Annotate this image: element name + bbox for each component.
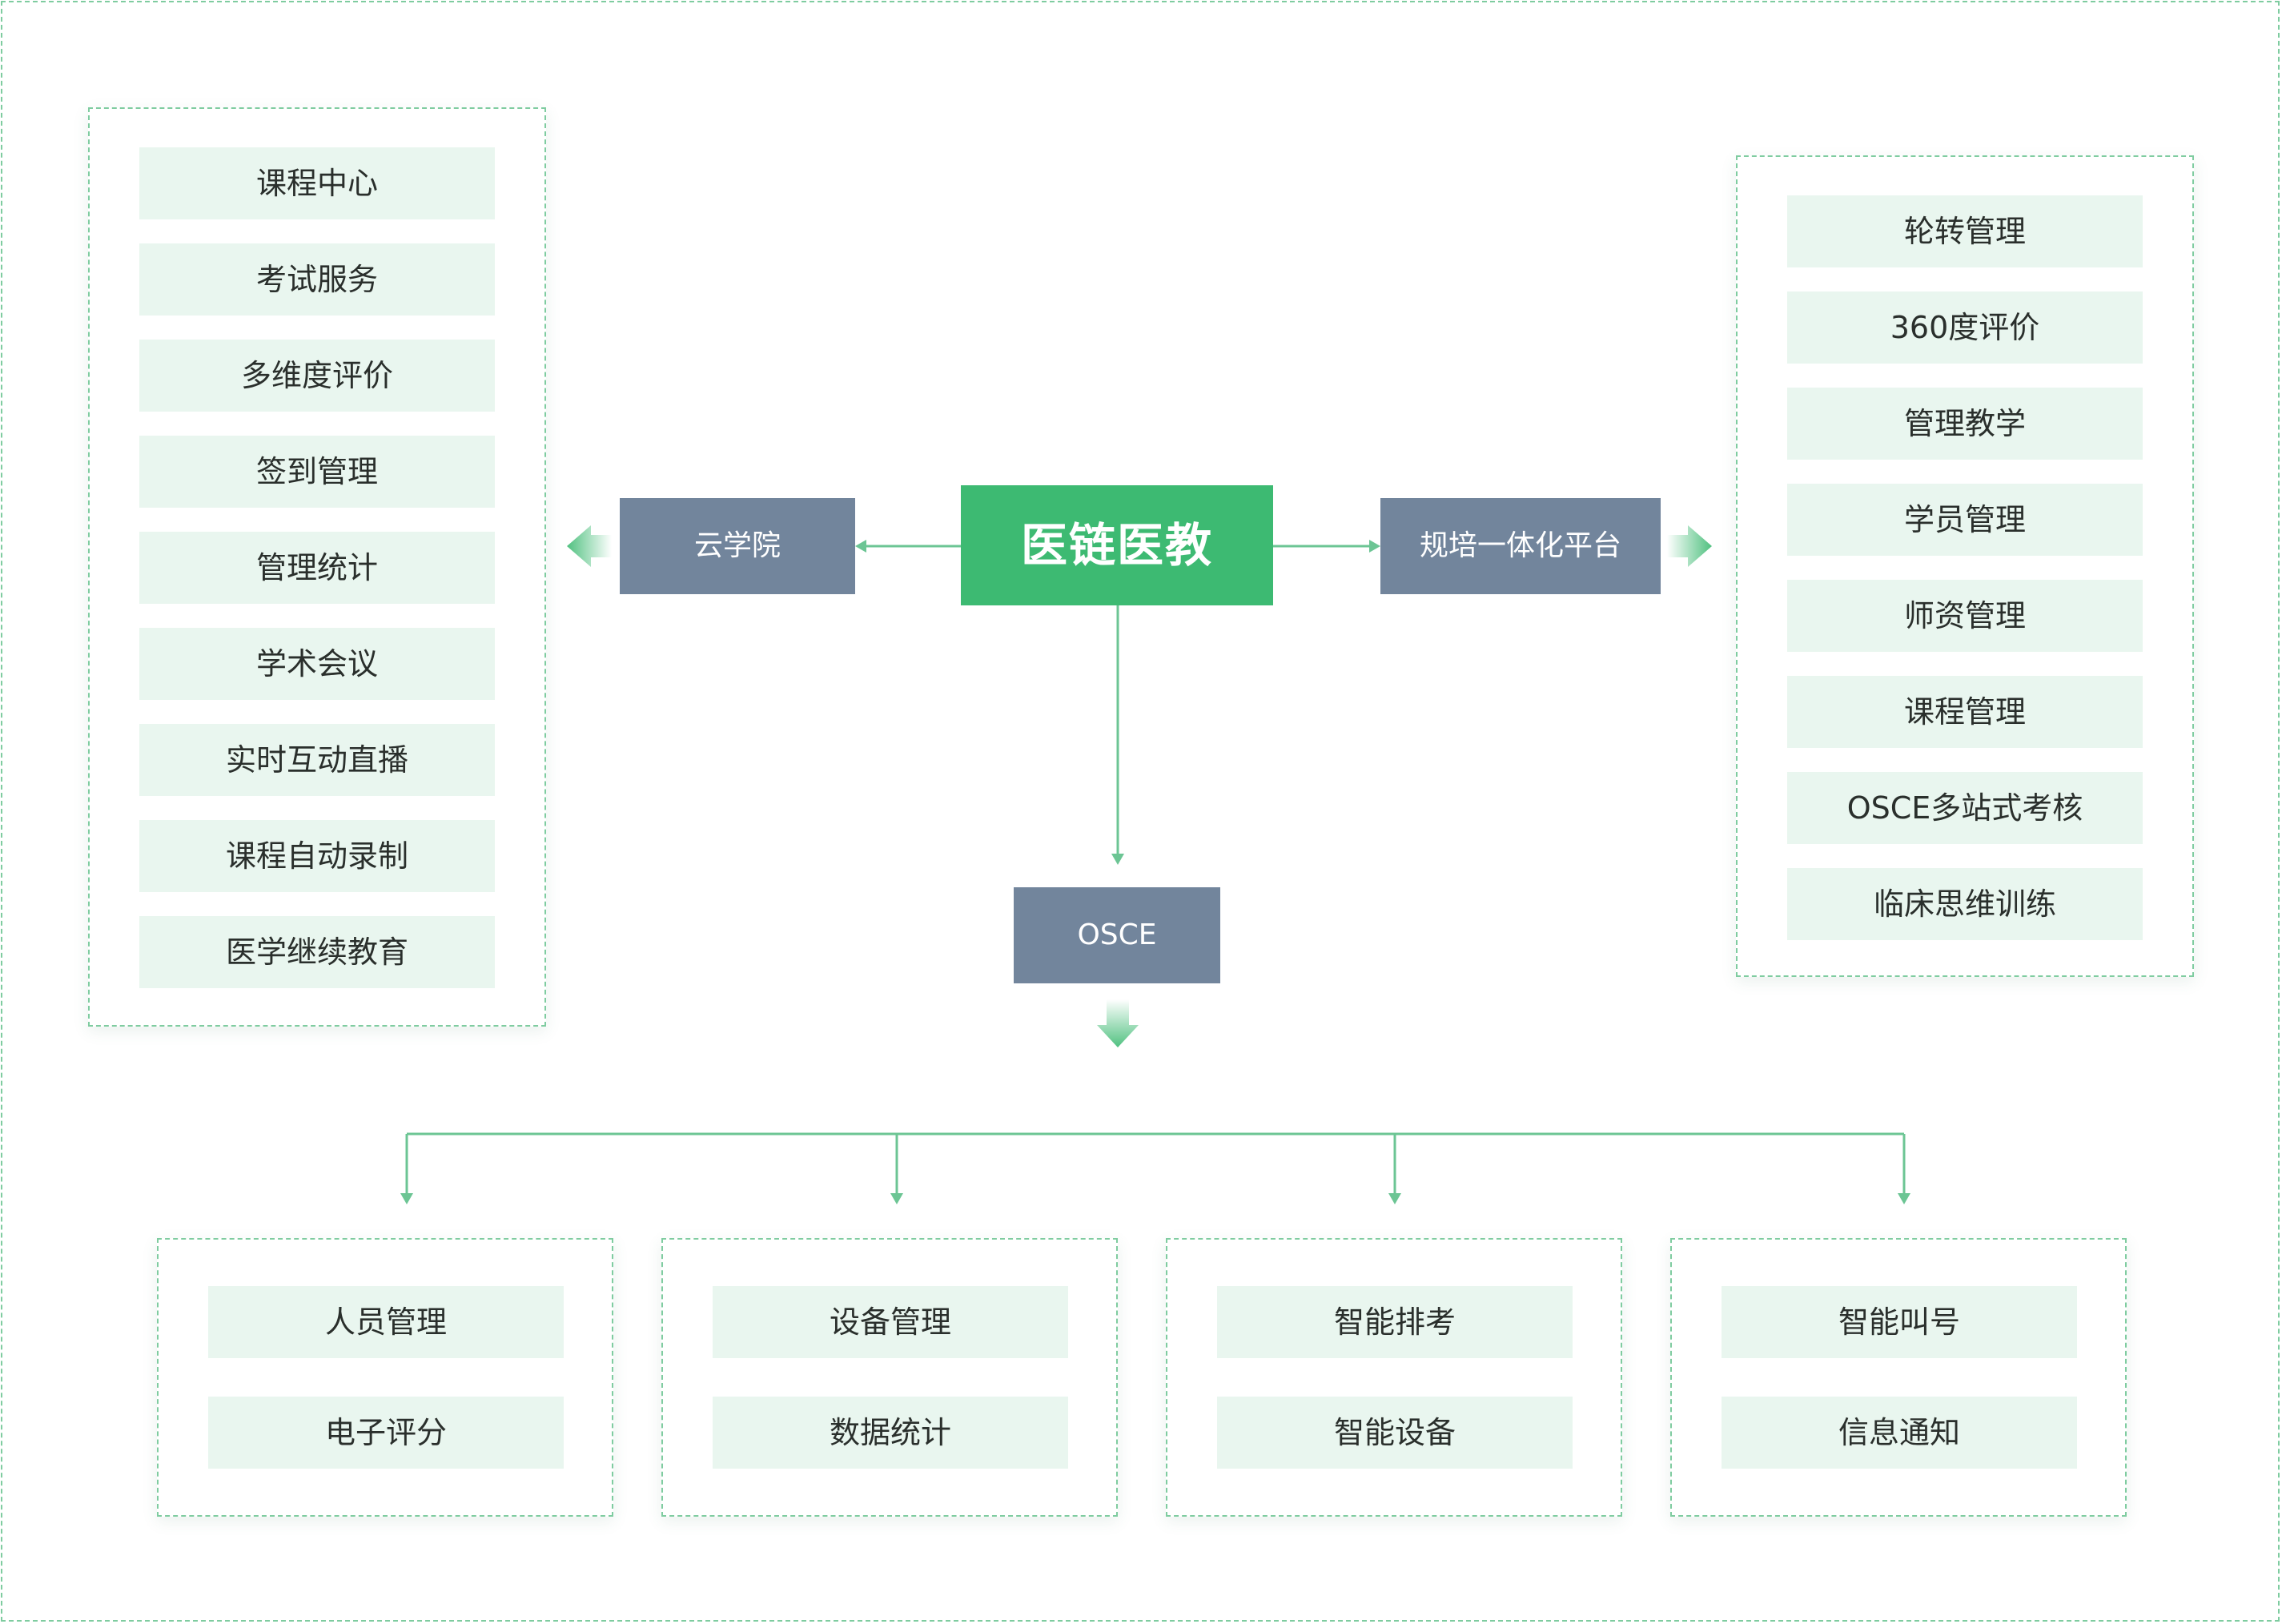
branch-node-right: 规培一体化平台	[1380, 498, 1661, 594]
branch-node-left: 云学院	[620, 498, 855, 594]
left-panel-item: 课程自动录制	[139, 820, 495, 892]
bottom-panel-item: 智能设备	[1217, 1397, 1573, 1469]
branch-node-bottom-label: OSCE	[1077, 919, 1157, 951]
left-panel-item: 课程中心	[139, 147, 495, 219]
bottom-panel-item: 信息通知	[1722, 1397, 2077, 1469]
center-node-label: 医链医教	[1020, 518, 1213, 573]
left-panel: 课程中心 考试服务 多维度评价 签到管理 管理统计 学术会议 实时互动直播 课程…	[88, 107, 546, 1027]
bottom-panel-2: 设备管理 数据统计	[661, 1238, 1118, 1517]
right-panel-item: 轮转管理	[1787, 195, 2143, 267]
bottom-panel-item: 设备管理	[713, 1286, 1068, 1358]
branch-node-left-label: 云学院	[693, 529, 781, 562]
left-panel-item: 管理统计	[139, 532, 495, 604]
left-panel-item: 考试服务	[139, 243, 495, 316]
right-panel-item: 学员管理	[1787, 484, 2143, 556]
arrowhead-right	[1369, 540, 1380, 553]
arrowhead-down	[1111, 854, 1124, 865]
bottom-panel-item: 人员管理	[208, 1286, 564, 1358]
branch-node-bottom: OSCE	[1014, 887, 1220, 983]
right-panel-item: 师资管理	[1787, 580, 2143, 652]
bottom-panel-4: 智能叫号 信息通知	[1670, 1238, 2127, 1517]
left-panel-item: 实时互动直播	[139, 724, 495, 796]
arrowhead-left	[855, 540, 866, 553]
right-panel-item: 管理教学	[1787, 388, 2143, 460]
center-node: 医链医教	[961, 485, 1273, 605]
branch-node-right-label: 规培一体化平台	[1419, 529, 1621, 562]
left-panel-item: 学术会议	[139, 628, 495, 700]
right-panel-item: 360度评价	[1787, 291, 2143, 364]
gradient-arrow-left	[567, 525, 612, 567]
right-panel-item: 课程管理	[1787, 676, 2143, 748]
bottom-panel-item: 智能叫号	[1722, 1286, 2077, 1358]
bottom-panel-item: 智能排考	[1217, 1286, 1573, 1358]
bus-arrowhead-4	[1898, 1193, 1910, 1204]
left-panel-item: 医学继续教育	[139, 916, 495, 988]
bottom-panel-3: 智能排考 智能设备	[1166, 1238, 1622, 1517]
bottom-panel-1: 人员管理 电子评分	[157, 1238, 613, 1517]
right-panel-item: OSCE多站式考核	[1787, 772, 2143, 844]
right-panel-item: 临床思维训练	[1787, 868, 2143, 940]
gradient-arrow-down	[1097, 999, 1139, 1047]
bottom-panel-item: 数据统计	[713, 1397, 1068, 1469]
left-panel-item: 签到管理	[139, 436, 495, 508]
bus-arrowhead-2	[890, 1193, 903, 1204]
right-panel: 轮转管理 360度评价 管理教学 学员管理 师资管理 课程管理 OSCE多站式考…	[1736, 155, 2194, 977]
bus-arrowhead-3	[1388, 1193, 1401, 1204]
left-panel-item: 多维度评价	[139, 340, 495, 412]
gradient-arrow-right	[1667, 525, 1712, 567]
bottom-panel-item: 电子评分	[208, 1397, 564, 1469]
bus-arrowhead-1	[400, 1193, 413, 1204]
